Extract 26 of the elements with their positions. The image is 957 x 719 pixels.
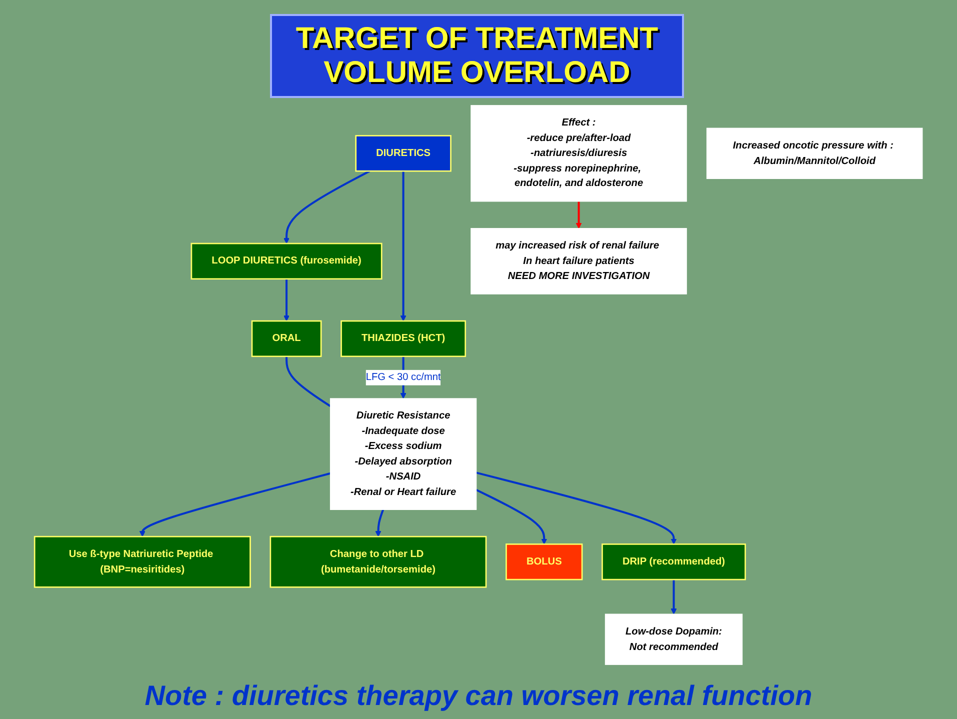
node-box: Low-dose Dopamin: Not recommended bbox=[604, 614, 743, 665]
arrow bbox=[476, 472, 677, 544]
node-box: Change to other LD (bumetanide/torsemide) bbox=[270, 536, 487, 588]
node-box: Use ß-type Natriuretic Peptide (BNP=nesiritides) bbox=[34, 536, 251, 588]
node-box: Effect : -reduce pre/after-load -natriuresis/diuresis -suppress norepinephrine, endotelin, and aldosterone bbox=[470, 105, 687, 202]
connector bbox=[286, 356, 331, 407]
node-box: THIAZIDES (HCT) bbox=[340, 320, 466, 358]
node-box: DRIP (recommended) bbox=[602, 544, 746, 580]
node-box: ORAL bbox=[251, 320, 322, 358]
arrow bbox=[284, 170, 370, 244]
arrow bbox=[576, 201, 582, 229]
arrow bbox=[284, 278, 290, 322]
arrow bbox=[400, 171, 406, 322]
node-box: may increased risk of renal failure In heart failure patients NEED MORE INVESTIGATION bbox=[470, 228, 687, 294]
node-box: BOLUS bbox=[506, 544, 583, 580]
arrow bbox=[375, 509, 384, 537]
node-box: Increased oncotic pressure with : Albumin/Mannitol/Colloid bbox=[706, 128, 923, 179]
arrow bbox=[139, 472, 331, 537]
edge-label: LFG < 30 cc/mnt bbox=[366, 371, 441, 383]
arrow bbox=[476, 488, 548, 544]
node-box: LOOP DIURETICS (furosemide) bbox=[190, 242, 382, 280]
caption: Note : diuretics therapy can worsen renal function bbox=[144, 680, 814, 712]
node-box: Diuretic Resistance -Inadequate dose -Excess sodium -Delayed absorption -NSAID -Renal or Heart failure bbox=[330, 398, 477, 510]
node-box: DIURETICS bbox=[355, 135, 452, 172]
arrow bbox=[670, 580, 677, 614]
title-banner: TARGET OF TREATMENT VOLUME OVERLOAD bbox=[270, 14, 684, 98]
